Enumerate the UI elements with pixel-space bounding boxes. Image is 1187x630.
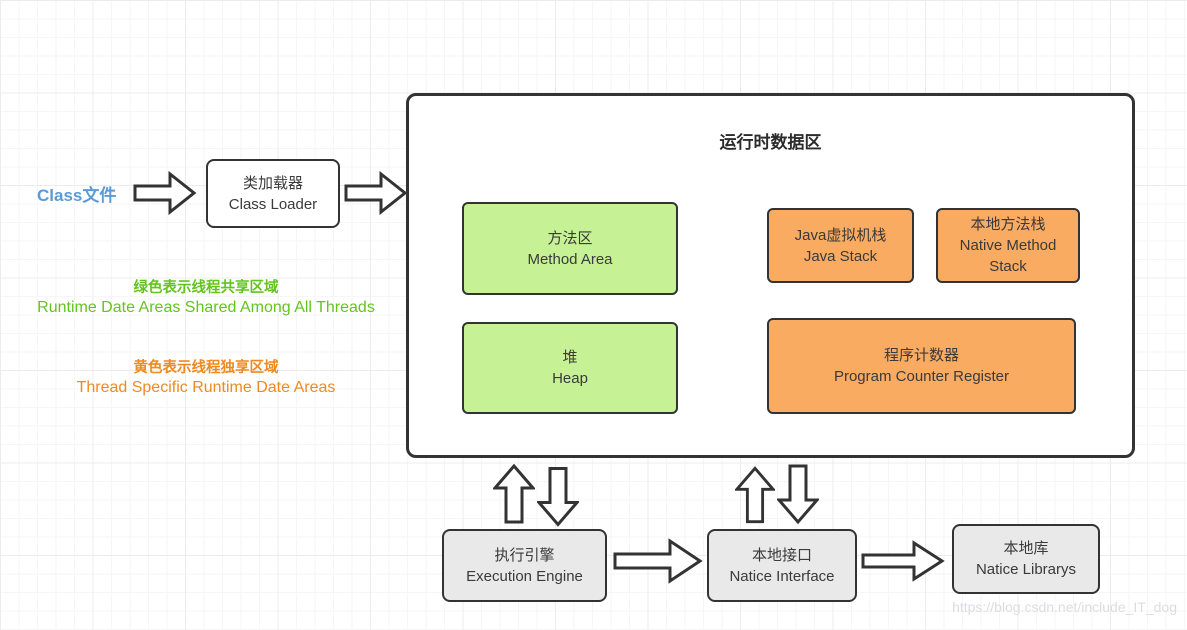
note-specific-areas-zh: 黄色表示线程独享区域 (133, 360, 279, 376)
node-pc-register: 程序计数器 Program Counter Register (767, 318, 1076, 414)
arrow-up-icon (493, 464, 535, 524)
node-method-area-en: Method Area (527, 250, 613, 268)
arrow-right-icon (133, 171, 197, 215)
node-execution-engine-zh: 执行引擎 (494, 546, 555, 564)
node-heap-en: Heap (552, 370, 588, 387)
node-class-loader-en: Class Loader (228, 195, 318, 213)
runtime-data-area-title: 运行时数据区 (719, 133, 822, 152)
note-shared-areas-en: Runtime Date Areas Shared Among All Thre… (37, 299, 375, 316)
node-native-method-stack-zh: 本地方法栈 (970, 216, 1046, 233)
watermark: https://blog.csdn.net/include_IT_dog (952, 599, 1177, 615)
node-class-loader-zh: 类加载器 (242, 174, 303, 192)
note-shared-areas: 绿色表示线程共享区域 Runtime Date Areas Shared Amo… (10, 276, 402, 317)
arrow-right-icon (344, 171, 408, 215)
node-native-method-stack-en: Native Method Stack (959, 237, 1057, 275)
node-native-library-zh: 本地库 (1003, 540, 1049, 557)
node-native-library-en: Natice Librarys (975, 561, 1077, 578)
node-heap: 堆 Heap (462, 322, 678, 414)
node-pc-register-en: Program Counter Register (833, 368, 1010, 385)
node-method-area-zh: 方法区 (547, 229, 593, 247)
node-java-stack: Java虚拟机栈 Java Stack (767, 208, 914, 283)
node-native-interface-zh: 本地接口 (751, 546, 812, 564)
arrow-down-icon (777, 462, 819, 526)
arrow-right-icon (861, 540, 945, 582)
node-heap-zh: 堆 (562, 349, 578, 366)
node-native-method-stack: 本地方法栈 Native Method Stack (936, 208, 1080, 283)
node-execution-engine-en: Execution Engine (466, 567, 583, 585)
node-native-library: 本地库 Natice Librarys (952, 524, 1100, 594)
node-java-stack-zh: Java虚拟机栈 (794, 226, 887, 244)
class-file-label: Class文件 (37, 186, 117, 205)
arrow-right-icon (613, 537, 703, 585)
node-method-area: 方法区 Method Area (462, 202, 678, 295)
arrow-down-icon (537, 466, 579, 527)
note-shared-areas-zh: 绿色表示线程共享区域 (133, 280, 279, 296)
note-specific-areas: 黄色表示线程独享区域 Thread Specific Runtime Date … (10, 356, 402, 397)
note-specific-areas-en: Thread Specific Runtime Date Areas (76, 379, 336, 396)
node-native-interface: 本地接口 Natice Interface (707, 529, 857, 602)
node-pc-register-zh: 程序计数器 (883, 347, 959, 364)
node-java-stack-en: Java Stack (803, 247, 878, 265)
arrow-up-icon (735, 466, 775, 524)
node-class-loader: 类加载器 Class Loader (206, 159, 340, 228)
node-native-interface-en: Natice Interface (729, 567, 835, 585)
node-execution-engine: 执行引擎 Execution Engine (442, 529, 607, 602)
